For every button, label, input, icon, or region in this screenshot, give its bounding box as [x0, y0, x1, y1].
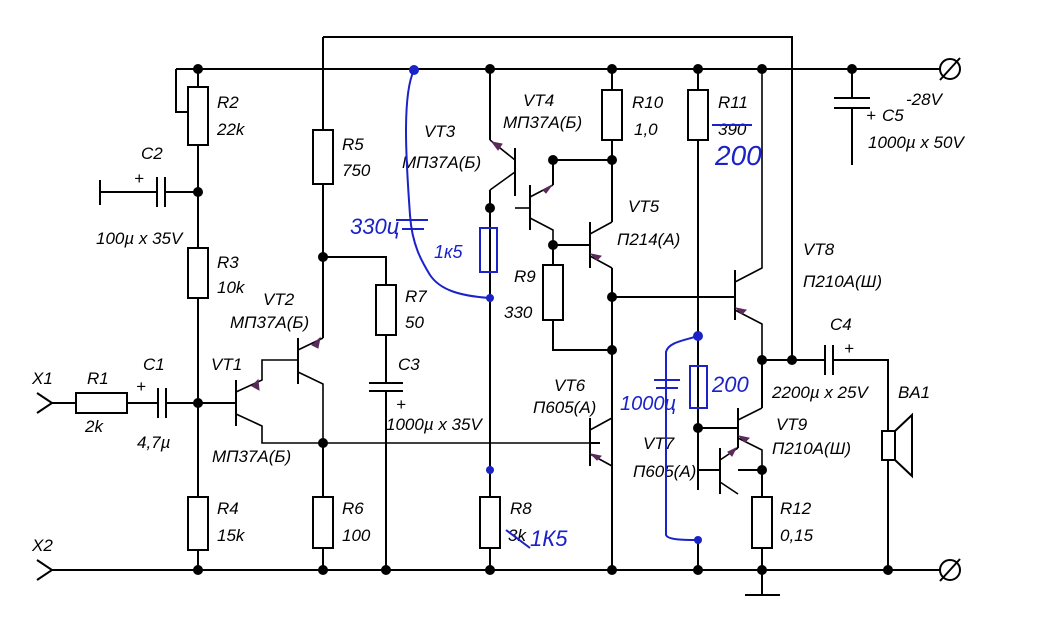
capacitor-c4 [824, 345, 834, 375]
label-c3-ref: C3 [398, 355, 420, 374]
label-r11-ref: R11 [718, 93, 748, 112]
resistor-r4 [187, 496, 209, 551]
label-r6-value: 100 [342, 526, 371, 545]
label-r1-ref: R1 [87, 369, 109, 388]
label-r8-value: 3k [508, 526, 527, 545]
label-vt5-ref: VT5 [628, 197, 660, 216]
label-ba1: BA1 [898, 383, 930, 402]
label-vt9-ref: VT9 [776, 415, 808, 434]
label-c4-value: 2200µ x 25V [771, 383, 869, 402]
label-vt6-ref: VT6 [554, 376, 586, 395]
label-c1-ref: C1 [143, 355, 165, 374]
plus-c1: + [136, 377, 146, 396]
ink-r11-new: 200 [714, 140, 762, 171]
resistor-r10 [601, 89, 623, 141]
resistor-r11 [687, 89, 709, 141]
label-vt1-ref: VT1 [211, 355, 242, 374]
label-c5-ref: C5 [882, 106, 904, 125]
label-r4-ref: R4 [217, 499, 239, 518]
label-c4-ref: C4 [830, 315, 852, 334]
label-r11-value: 390 [718, 120, 747, 139]
label-vt4-ref: VT4 [523, 91, 554, 110]
label-r10-value: 1,0 [634, 120, 658, 139]
ink-res-200: 200 [711, 372, 749, 397]
label-vt8-type: П210А(Ш) [803, 272, 882, 291]
label-vt2-type: МП37А(Б) [230, 313, 309, 332]
resistor-r9 [542, 264, 564, 321]
label-r9-ref: R9 [514, 267, 536, 286]
junctions [193, 64, 893, 575]
plus-c4: + [844, 339, 854, 358]
terminal-x1-arrow [36, 392, 54, 414]
label-r2-value: 22k [216, 120, 246, 139]
label-r5-value: 750 [342, 161, 371, 180]
capacitor-c2 [156, 177, 166, 207]
plus-c2: + [134, 169, 144, 188]
capacitors [156, 97, 870, 418]
capacitor-c1 [157, 388, 167, 418]
terminal-ground [939, 558, 961, 582]
label-vt7-type: П605(А) [633, 462, 696, 481]
label-c2-ref: C2 [141, 144, 163, 163]
label-r12-value: 0,15 [780, 526, 814, 545]
label-x2: X2 [31, 536, 53, 555]
label-c5-value: 1000µ x 50V [868, 133, 965, 152]
resistor-r3 [187, 247, 209, 299]
label-vt4-type: МП37А(Б) [503, 113, 582, 132]
resistor-r7 [375, 284, 397, 336]
resistor-r1 [75, 392, 128, 414]
labels: X1 X2 -28V R1 2k R2 22k R3 10k R4 15k R5… [31, 90, 965, 555]
resistor-r8 [479, 496, 501, 549]
label-r1-value: 2k [84, 417, 104, 436]
label-r2-ref: R2 [217, 93, 239, 112]
plus-c5: + [866, 106, 876, 125]
handwritten-markup: 330ц 1к5 200 200 1000ц 1К5 [350, 65, 762, 551]
label-r12-ref: R12 [780, 499, 812, 518]
resistor-r2 [187, 86, 209, 146]
ink-res-1k5: 1к5 [434, 242, 464, 262]
label-c3-value: 1000µ x 35V [386, 415, 483, 434]
label-r9-value: 330 [504, 303, 533, 322]
label-r6-ref: R6 [342, 499, 364, 518]
label-x1: X1 [31, 369, 53, 388]
terminal-x2-arrow [36, 559, 54, 581]
label-vt3-ref: VT3 [424, 122, 456, 141]
label-r7-ref: R7 [405, 287, 427, 306]
resistor-r6 [312, 496, 334, 549]
terminal-supply [939, 57, 961, 81]
emitter-arrows [251, 141, 751, 461]
ink-r8-new: 1К5 [530, 526, 568, 551]
label-r4-value: 15k [217, 526, 246, 545]
resistor-r12 [751, 496, 773, 549]
label-vt5-type: П214(А) [617, 230, 680, 249]
ink-cap-vt3: 330ц [350, 214, 399, 239]
label-vt8-ref: VT8 [803, 240, 835, 259]
label-vt2-ref: VT2 [263, 290, 295, 309]
label-r5-ref: R5 [342, 135, 364, 154]
resistors [75, 86, 773, 551]
label-vt6-type: П605(А) [533, 398, 596, 417]
label-r3-ref: R3 [217, 253, 239, 272]
plus-c3: + [396, 395, 406, 414]
label-vt9-type: П210А(Ш) [772, 439, 851, 458]
label-c1-value: 4,7µ [137, 433, 171, 452]
speaker-ba1 [881, 412, 913, 479]
label-vt1-type: МП37А(Б) [212, 447, 291, 466]
label-vt3-type: МП37А(Б) [402, 153, 481, 172]
label-vt7-ref: VT7 [643, 434, 675, 453]
ink-cap-vt7: 1000ц [620, 393, 676, 415]
label-supply: -28V [906, 90, 944, 109]
terminals [36, 57, 961, 582]
resistor-r5 [312, 129, 334, 185]
capacitor-c5 [834, 97, 870, 109]
label-c2-value: 100µ x 35V [96, 229, 184, 248]
capacitor-c3 [369, 382, 403, 392]
label-r7-value: 50 [405, 313, 424, 332]
label-r10-ref: R10 [632, 93, 664, 112]
label-r3-value: 10k [217, 278, 246, 297]
label-r8-ref: R8 [510, 499, 532, 518]
